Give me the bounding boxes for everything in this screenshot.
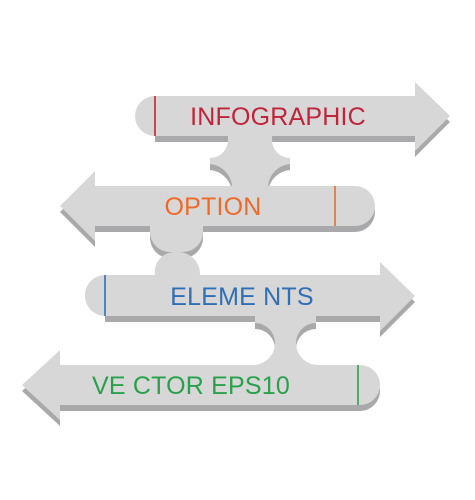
connector-2-3 [150,226,203,275]
arrow-4-shape [22,350,380,420]
arrow-1-label: INFOGRAPHIC [190,103,366,131]
arrow-3-shape [84,262,416,331]
arrow-3-label: ELEME NTS [170,283,314,311]
connector-1-2 [210,136,290,186]
connector-layer [150,136,318,365]
connector-3-4 [253,316,318,365]
arrow-4-label: VE CTOR EPS10 [92,372,290,400]
arrow-2-label: OPTION [164,193,261,221]
arrow-layer [22,82,450,420]
arrow-2-shape [60,171,375,241]
label-layer: INFOGRAPHIC OPTION ELEME NTS VE CTOR EPS… [92,103,366,400]
accent-lines [104,96,359,405]
arrow-1-shape [135,82,450,151]
